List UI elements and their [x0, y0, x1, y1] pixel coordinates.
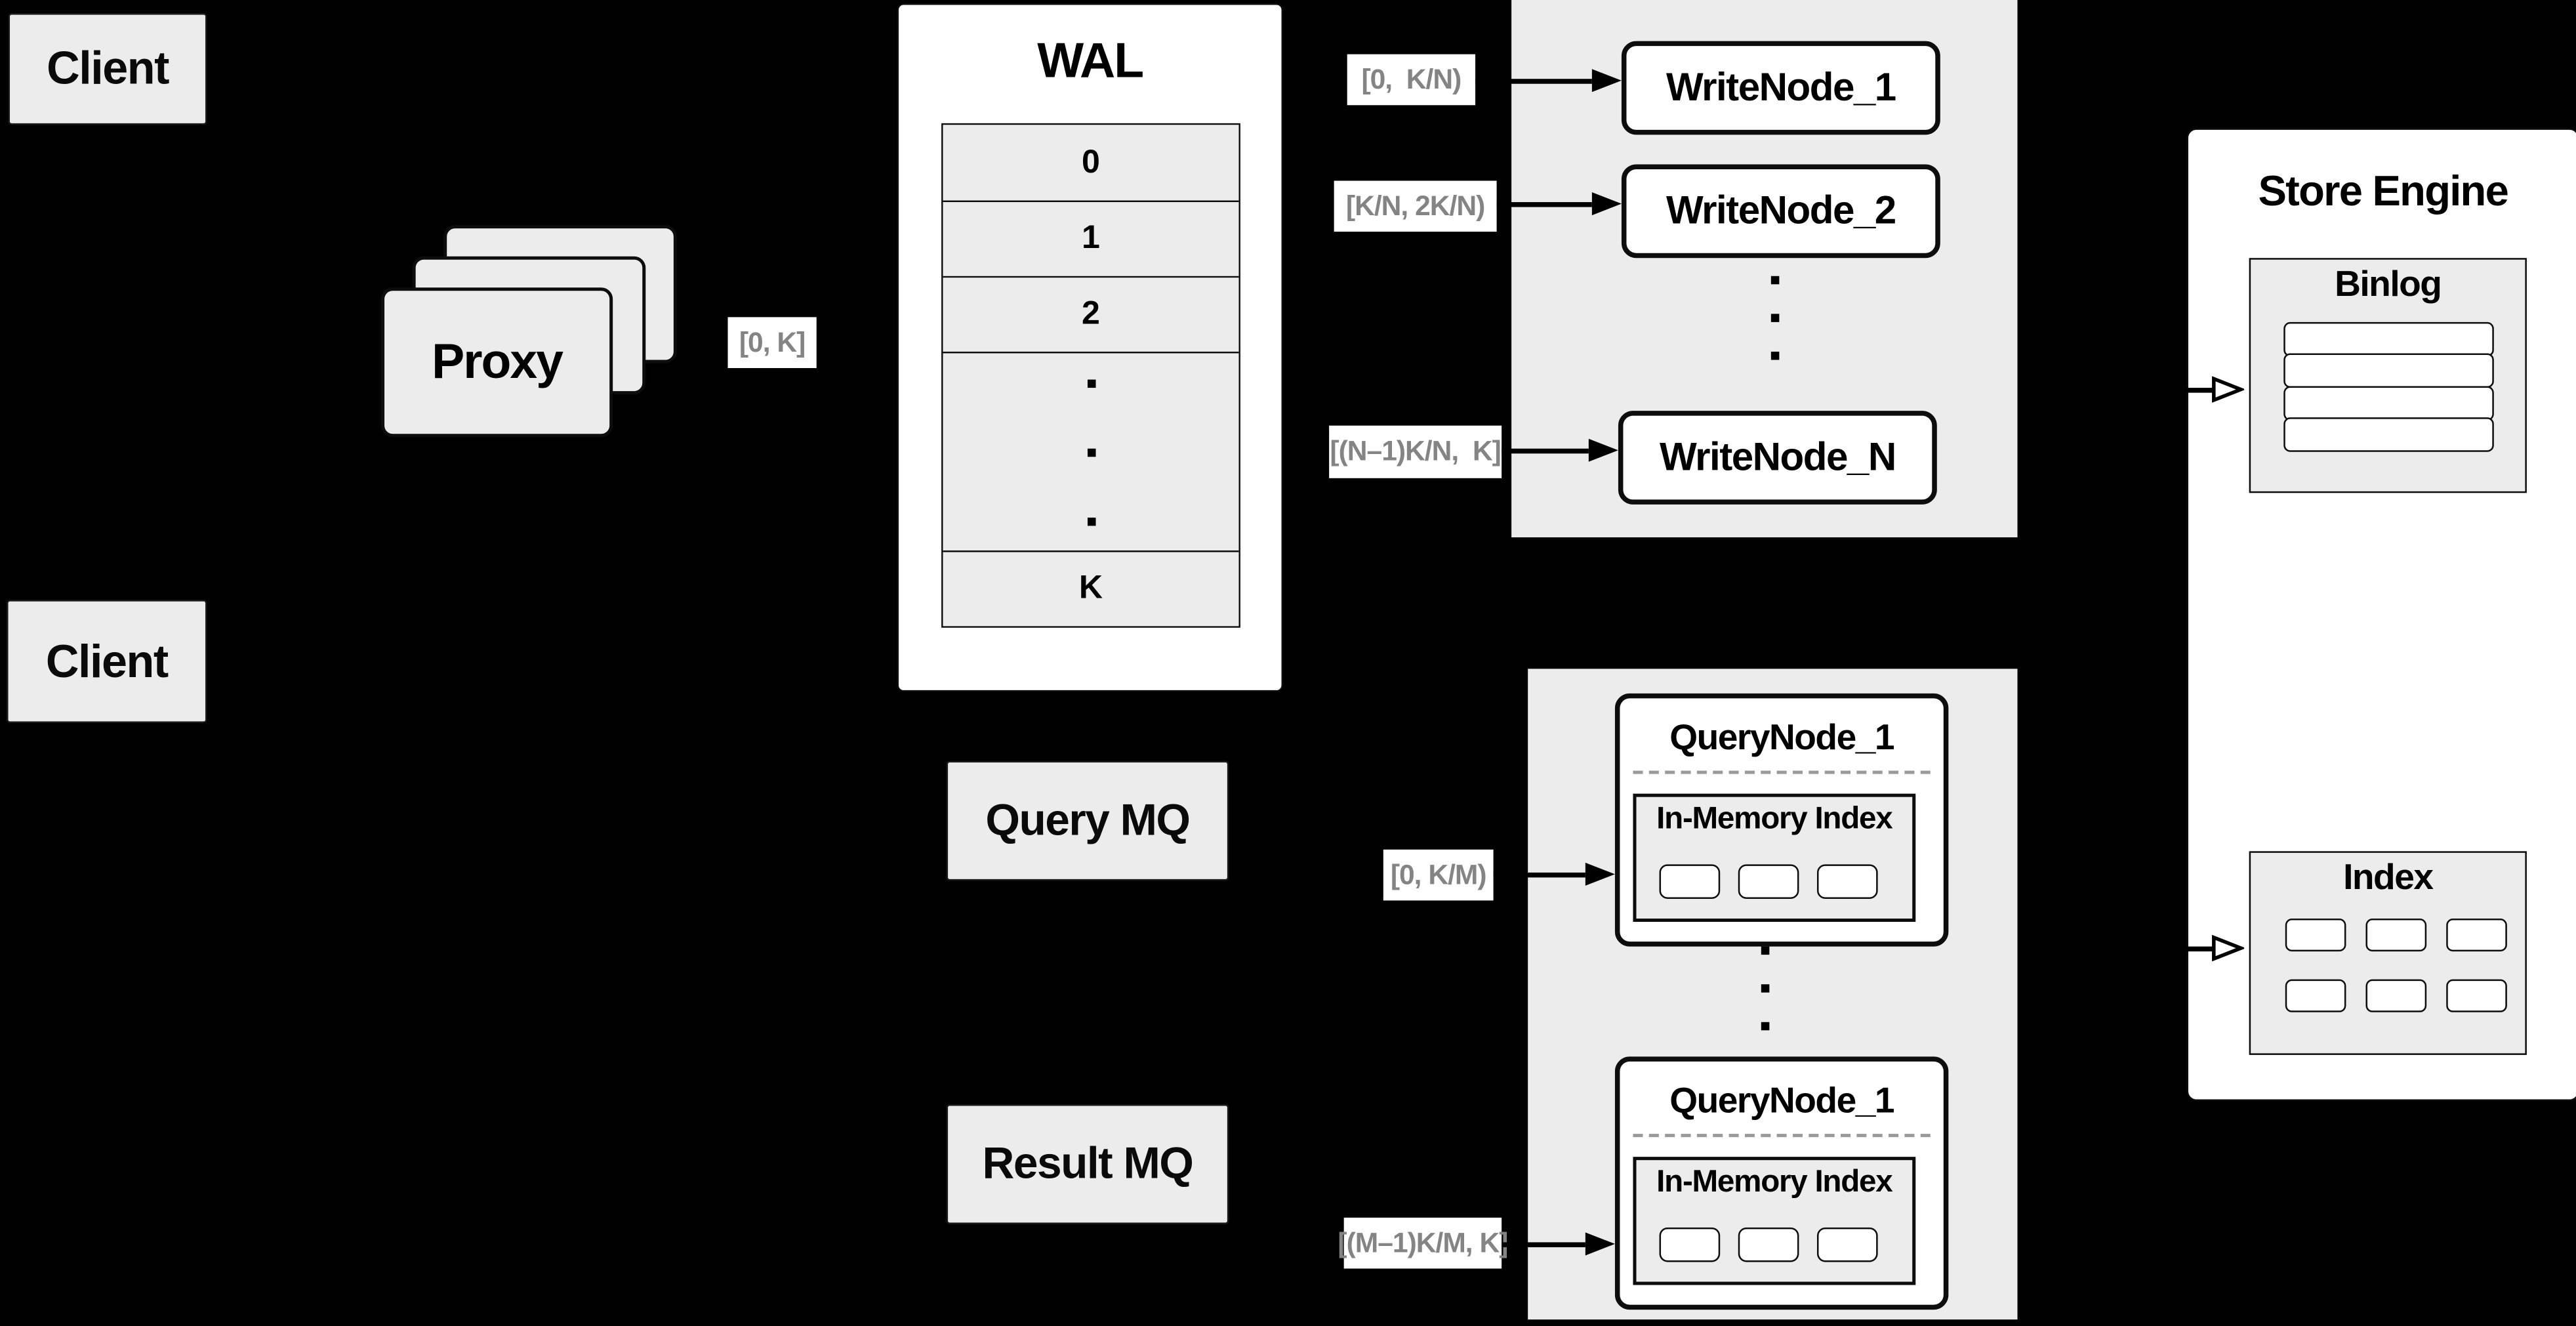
dashed-divider [1633, 1134, 1931, 1138]
result-mq-box: Result MQ [946, 1104, 1229, 1224]
range-label-proxy-to-wal: [0, K] [727, 317, 817, 369]
ellipsis-dot [1086, 516, 1095, 526]
index-cell [2446, 919, 2507, 952]
memory-segment-cells [1659, 1227, 1878, 1262]
vertical-ellipsis-query-nodes [1761, 946, 1770, 1031]
wal-box: WAL 0 1 2 K [897, 3, 1284, 692]
in-memory-index-title: In-Memory Index [1656, 1165, 1893, 1200]
arrow-line-to-write-node-2 [1496, 202, 1592, 207]
ellipsis-dot [1770, 276, 1780, 285]
open-arrowhead-icon [2212, 935, 2245, 962]
client-top-label: Client [47, 43, 169, 94]
write-node-2: WriteNode_2 [1621, 164, 1940, 259]
binlog-rows [2283, 321, 2494, 453]
binlog-row [2283, 418, 2494, 453]
arrow-line-to-write-node-1 [1475, 79, 1592, 83]
wal-row-2: 2 [943, 278, 1239, 354]
index-cell [2365, 919, 2427, 952]
arrow-line-to-query-node-m [1502, 1242, 1585, 1247]
query-node-m: QueryNode_1 In-Memory Index [1614, 1056, 1949, 1310]
memory-segment-cell [1659, 864, 1721, 899]
arrow-line-to-write-node-n [1502, 448, 1589, 453]
in-memory-index-title: In-Memory Index [1656, 802, 1893, 837]
wal-row-0: 0 [943, 125, 1239, 203]
in-memory-index-box: In-Memory Index [1633, 793, 1916, 922]
client-box-bottom: Client [7, 600, 207, 723]
write-node-n: WriteNode_N [1618, 411, 1937, 505]
store-engine-title: Store Engine [2258, 165, 2508, 216]
open-arrowhead-icon [2212, 376, 2245, 403]
query-node-1: QueryNode_1 In-Memory Index [1614, 693, 1949, 947]
arrowhead-icon [1588, 438, 1618, 462]
client-bottom-label: Client [45, 634, 169, 686]
proxy-card-front: Proxy [381, 287, 613, 438]
client-box-top: Client [8, 13, 207, 125]
arrow-line-to-binlog [2186, 388, 2215, 392]
ellipsis-dot [1086, 379, 1095, 387]
index-title: Index [2343, 856, 2434, 898]
memory-segment-cell [1816, 864, 1878, 899]
store-engine-box: Store Engine Binlog Index [2186, 128, 2576, 1102]
result-mq-label: Result MQ [982, 1138, 1194, 1188]
index-box: Index [2249, 851, 2527, 1055]
vertical-ellipsis-write-nodes [1770, 276, 1780, 360]
index-cells-row [2285, 919, 2507, 952]
index-cell [2446, 979, 2507, 1012]
wal-ellipsis-row [943, 353, 1239, 552]
binlog-box: Binlog [2249, 258, 2527, 493]
arrow-line-to-query-node-1 [1493, 872, 1585, 877]
ellipsis-dot [1761, 946, 1770, 955]
index-cell [2285, 979, 2346, 1012]
range-label-query-m: [(M–1)K/M, K] [1338, 1217, 1508, 1269]
wal-title: WAL [1037, 34, 1144, 89]
arrowhead-icon [1585, 862, 1615, 886]
in-memory-index-box: In-Memory Index [1633, 1157, 1916, 1285]
ellipsis-dot [1761, 984, 1770, 993]
binlog-title: Binlog [2335, 262, 2442, 304]
index-cells-row [2285, 979, 2507, 1012]
memory-segment-cells [1659, 864, 1878, 899]
query-node-title: QueryNode_1 [1669, 716, 1894, 758]
write-node-1: WriteNode_1 [1621, 41, 1940, 135]
wal-row-1: 1 [943, 202, 1239, 278]
query-mq-box: Query MQ [946, 760, 1229, 881]
ellipsis-dot [1770, 351, 1780, 360]
proxy-label: Proxy [432, 334, 563, 389]
query-node-title: QueryNode_1 [1669, 1079, 1894, 1121]
range-label-write-2: [K/N, 2K/N) [1334, 180, 1497, 232]
wal-segment-table: 0 1 2 K [941, 123, 1240, 628]
memory-segment-cell [1816, 1227, 1878, 1262]
query-mq-label: Query MQ [985, 795, 1191, 845]
index-cell [2285, 919, 2346, 952]
range-label-write-n: [(N–1)K/N, K] [1329, 425, 1502, 478]
index-cell [2365, 979, 2427, 1012]
arrowhead-icon [1585, 1232, 1615, 1256]
wal-row-k: K [943, 552, 1239, 627]
arrow-line-to-index [2186, 946, 2215, 951]
range-label-query-1: [0, K/M) [1383, 849, 1494, 901]
memory-segment-cell [1738, 1227, 1799, 1262]
range-label-write-1: [0, K/N) [1347, 54, 1476, 106]
ellipsis-dot [1761, 1022, 1770, 1031]
binlog-row [2283, 321, 2494, 356]
arrowhead-icon [1591, 69, 1622, 93]
ellipsis-dot [1770, 314, 1780, 322]
memory-segment-cell [1659, 1227, 1721, 1262]
binlog-row [2283, 386, 2494, 421]
memory-segment-cell [1738, 864, 1799, 899]
arrowhead-icon [1591, 192, 1622, 216]
dashed-divider [1633, 770, 1931, 774]
ellipsis-dot [1086, 447, 1095, 456]
binlog-row [2283, 354, 2494, 388]
